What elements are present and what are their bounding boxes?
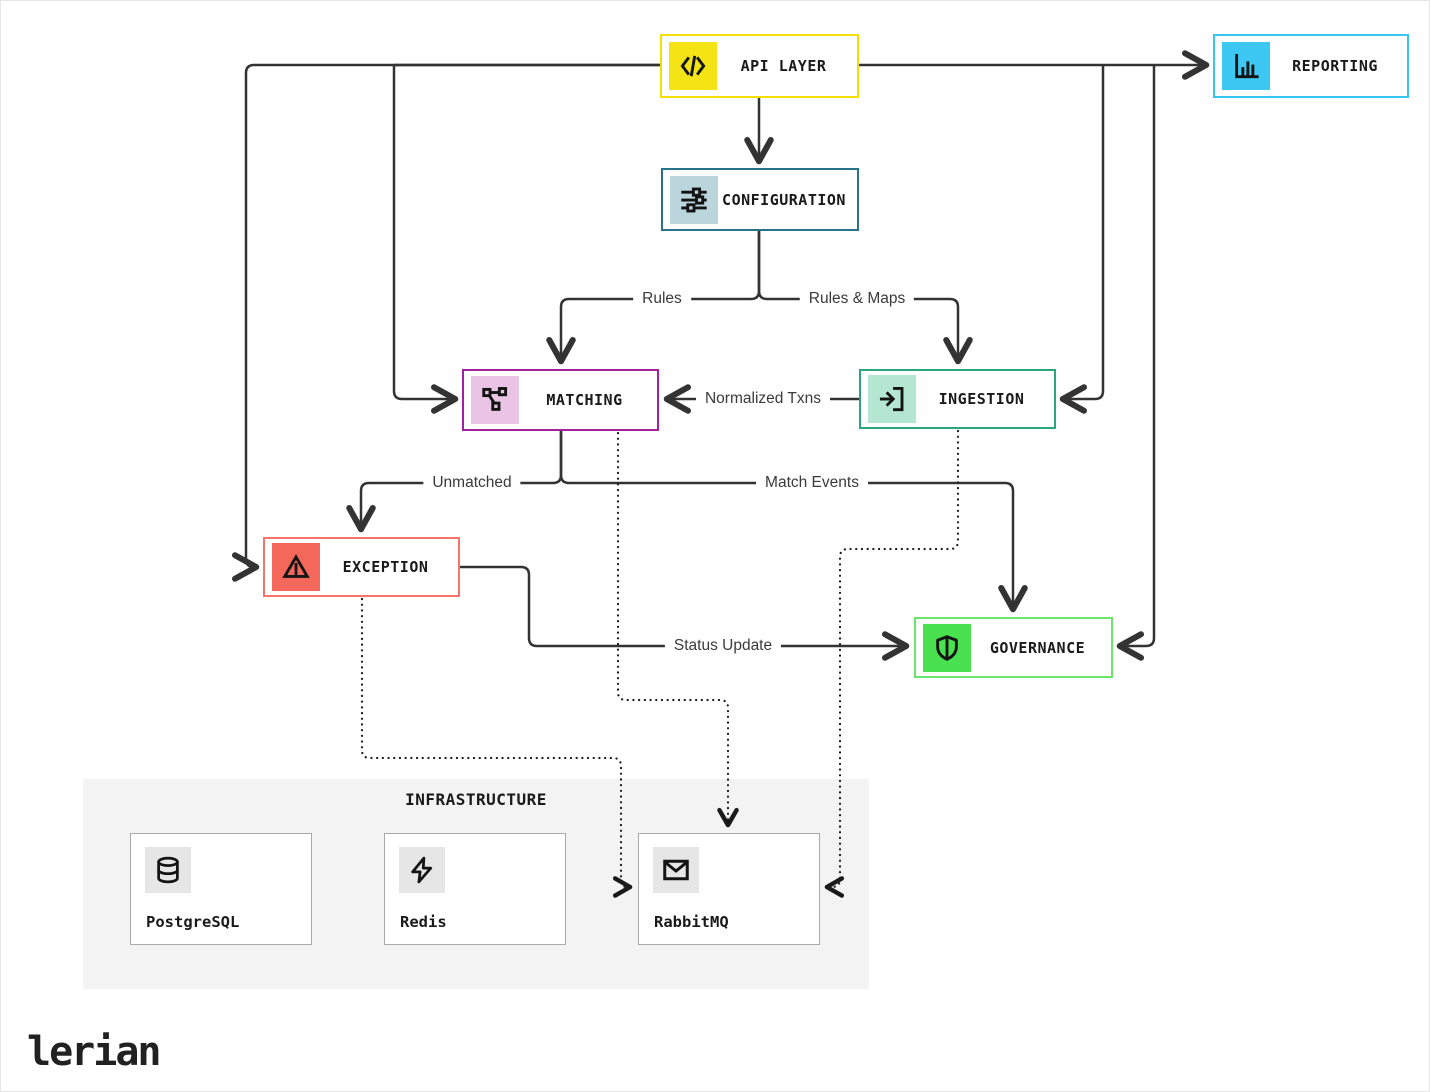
edge-label-status-update: Status Update — [664, 637, 782, 655]
shield-icon — [923, 623, 971, 672]
database-icon — [145, 847, 191, 893]
sliders-icon — [670, 175, 718, 224]
node-configuration: CONFIGURATION — [661, 168, 859, 231]
infra-label: Redis — [400, 913, 447, 931]
node-governance: GOVERNANCE — [914, 617, 1113, 678]
lerian-logo: lerian — [27, 1029, 161, 1075]
infra-card-redis: Redis — [384, 833, 566, 945]
infra-card-postgresql: PostgreSQL — [130, 833, 312, 945]
node-label: REPORTING — [1292, 57, 1378, 75]
infra-label: PostgreSQL — [146, 913, 240, 931]
edge-label-rules-and-maps: Rules & Maps — [799, 290, 915, 308]
node-label: INGESTION — [938, 390, 1025, 408]
infra-card-rabbitmq: RabbitMQ — [638, 833, 820, 945]
node-exception: EXCEPTION — [263, 537, 460, 597]
node-matching: MATCHING — [462, 369, 659, 431]
edge-api-to-governance — [1116, 65, 1156, 661]
network-icon — [471, 376, 519, 424]
node-api-layer: API LAYER — [660, 34, 859, 98]
node-label: GOVERNANCE — [989, 638, 1086, 657]
edge-api-to-ingestion — [1059, 65, 1105, 414]
node-ingestion: INGESTION — [859, 369, 1056, 429]
log-in-icon — [868, 375, 916, 423]
edge-label-rules: Rules — [633, 290, 691, 308]
edge-label-normalized-txns: Normalized Txns — [695, 390, 831, 408]
edge-matching-to-rabbitmq-dotted — [616, 431, 739, 828]
node-label: API LAYER — [740, 57, 827, 75]
node-label: MATCHING — [546, 391, 623, 409]
node-label: EXCEPTION — [342, 558, 429, 576]
infra-label: RabbitMQ — [654, 913, 729, 931]
edge-api-to-exception — [232, 63, 660, 582]
infrastructure-title: INFRASTRUCTURE — [405, 790, 547, 809]
mail-icon — [653, 847, 699, 893]
code-icon — [669, 42, 717, 90]
edge-exception-to-governance — [460, 565, 910, 661]
edge-api-to-matching — [392, 63, 660, 399]
alert-triangle-icon — [272, 543, 320, 591]
node-reporting: REPORTING — [1213, 34, 1409, 98]
edge-label-unmatched: Unmatched — [423, 474, 521, 492]
zap-icon — [399, 847, 445, 893]
bar-chart-icon — [1222, 42, 1270, 90]
edge-matching-to-governance — [559, 431, 1028, 613]
node-label: CONFIGURATION — [722, 190, 846, 209]
edge-label-match-events: Match Events — [756, 474, 868, 492]
